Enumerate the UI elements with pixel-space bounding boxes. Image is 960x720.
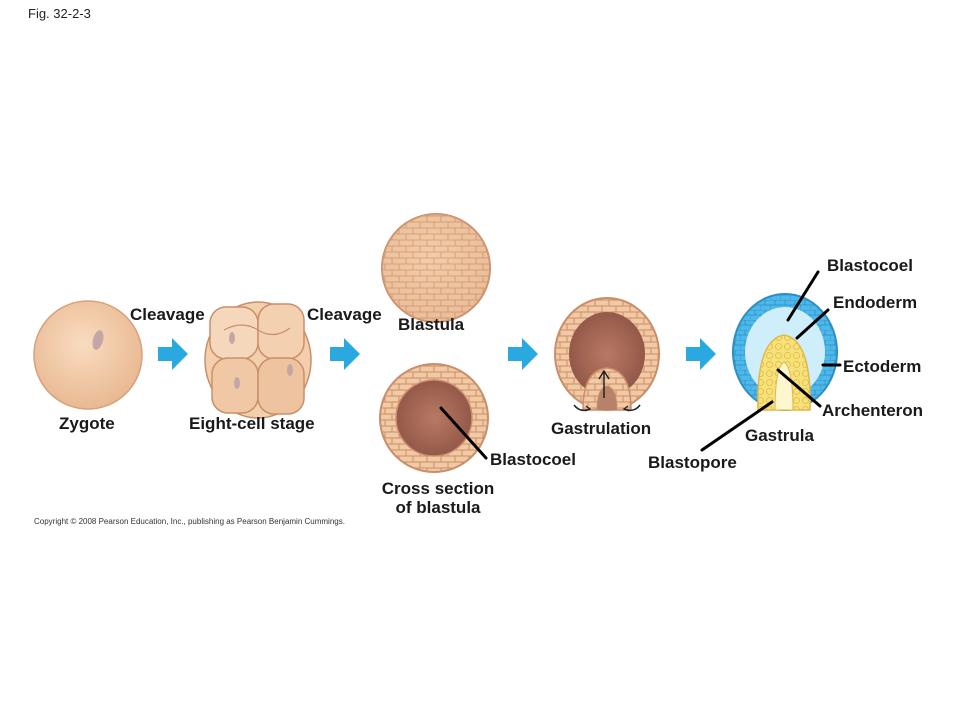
leader-line-blastopore	[700, 400, 774, 452]
leader-line-blastocoel-cross-section	[439, 406, 488, 460]
label-ectoderm: Ectoderm	[843, 357, 922, 376]
label-gastrula: Gastrula	[745, 426, 814, 445]
copyright-notice: Copyright © 2008 Pearson Education, Inc.…	[34, 517, 345, 526]
arrow-right-icon	[158, 338, 188, 370]
label-cross-section-line-2: of blastula	[395, 498, 481, 517]
label-cross-section-of-blastula: Cross section of blastula	[368, 479, 508, 517]
gastrula-drawing	[732, 293, 838, 411]
blastula-drawing	[381, 213, 491, 323]
label-blastocoel-gastrula: Blastocoel	[827, 256, 913, 275]
leader-line-archenteron	[776, 368, 822, 408]
label-gastrulation: Gastrulation	[551, 419, 652, 438]
label-eight-cell-stage: Eight-cell stage	[189, 414, 315, 433]
leader-line-blastocoel-gastrula	[786, 270, 820, 322]
gastrulation-drawing	[554, 297, 660, 412]
label-blastula: Blastula	[398, 315, 465, 334]
arrow-right-icon	[686, 338, 716, 370]
label-cleavage-1: Cleavage	[130, 305, 205, 324]
label-blastocoel-cross-section: Blastocoel	[490, 450, 576, 469]
label-blastopore: Blastopore	[648, 453, 737, 472]
label-cleavage-2: Cleavage	[307, 305, 382, 324]
leader-line-endoderm	[795, 308, 830, 340]
arrow-right-icon	[508, 338, 538, 370]
arrow-right-icon	[330, 338, 360, 370]
leader-lines	[439, 270, 842, 460]
label-zygote: Zygote	[59, 414, 115, 433]
label-endoderm: Endoderm	[833, 293, 918, 312]
label-archenteron: Archenteron	[822, 401, 924, 420]
figure-number: Fig. 32-2-3	[28, 6, 91, 21]
eight-cell-drawing	[204, 301, 312, 419]
zygote-drawing	[33, 300, 143, 410]
label-cross-section-line-1: Cross section	[381, 479, 495, 498]
blastula-cross-section-drawing	[379, 363, 489, 473]
